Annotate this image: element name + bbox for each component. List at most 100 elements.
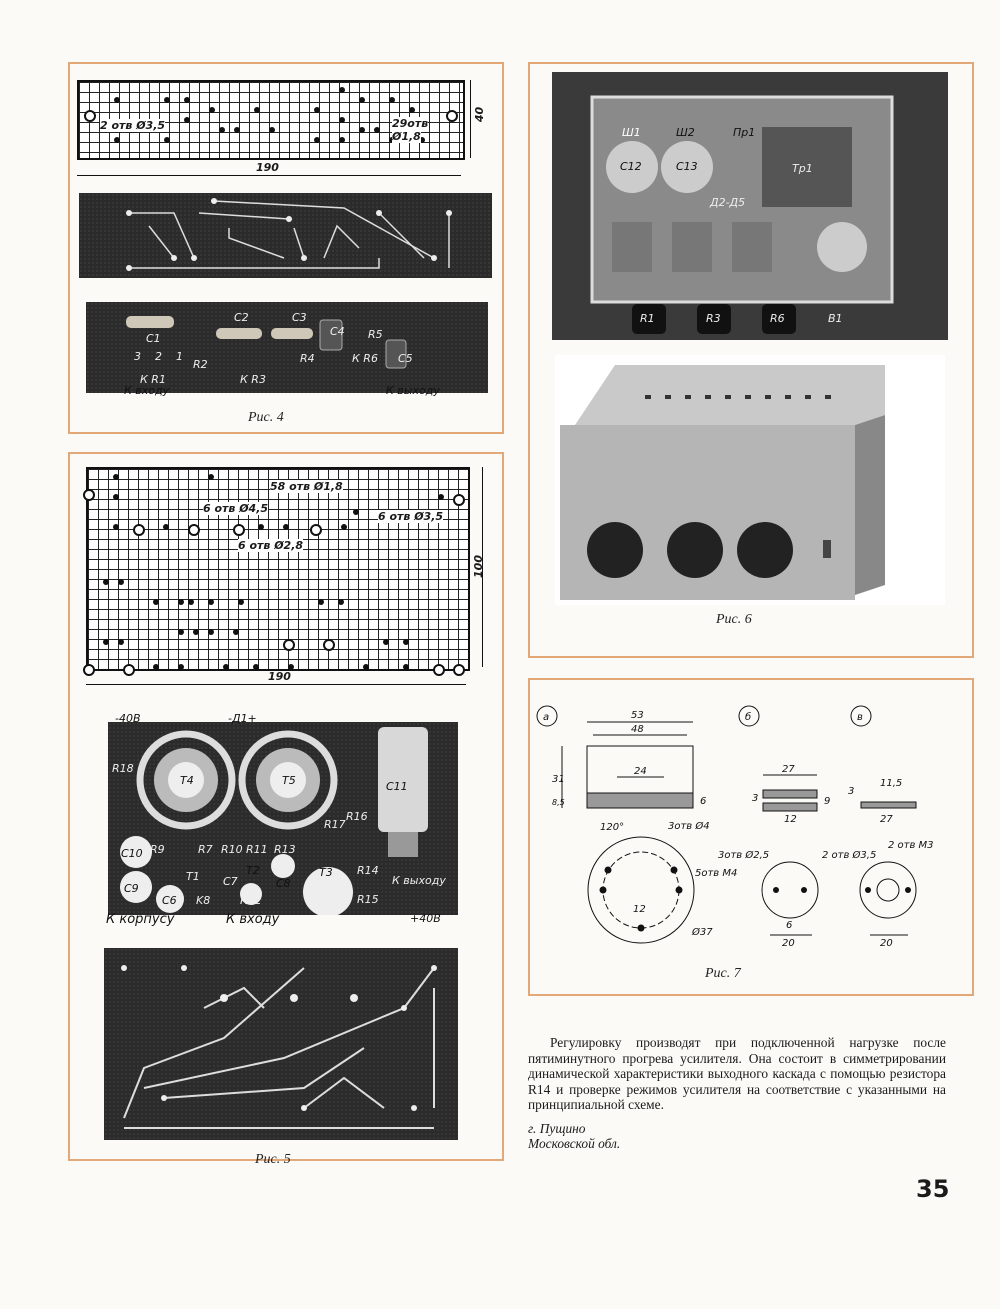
fig4-label-r5: R5: [368, 328, 383, 341]
fig5-label-c8: C8: [276, 877, 291, 890]
fig5-holes-a: 58 отв Ø1,8: [270, 480, 343, 493]
drill-hole-mark: [389, 97, 395, 103]
fig6-caption: Рис. 6: [716, 612, 752, 627]
fig7-a-d37: Ø37: [691, 926, 713, 938]
fig7-v-holes: 2 отв М3: [888, 840, 934, 851]
page-number: 35: [916, 1175, 950, 1203]
fig7-b-holes1: 3отв Ø2,5: [718, 849, 769, 861]
fig6-frame: [528, 62, 974, 658]
drill-hole-mark: [314, 137, 320, 143]
drill-hole-mark: [314, 107, 320, 113]
article-text: Регулировку производят при подключенной …: [528, 1035, 946, 1152]
drill-hole-mark: [341, 524, 347, 530]
drill-hole-mark: [403, 664, 409, 670]
drill-hole-mark: [208, 629, 214, 635]
fig6-enclosure-photo: [555, 355, 945, 605]
fig7-b-d12: 12: [784, 814, 797, 825]
author-region: Московской обл.: [528, 1136, 621, 1151]
drill-hole-mark: [323, 639, 335, 651]
fig4-label-r2: R2: [193, 358, 208, 371]
fig5-holes-c: 6 отв Ø2,8: [238, 539, 304, 552]
fig5-caption: Рис. 5: [255, 1152, 291, 1167]
fig4-frame: [68, 62, 504, 434]
fig5-label-c11: C11: [386, 780, 408, 793]
fig7-caption: Рис. 7: [705, 966, 741, 981]
fig5-width-dim-line: [86, 684, 466, 685]
fig4-pin-2: 2: [155, 350, 162, 363]
fig5-label-r12: R12: [240, 894, 262, 907]
fig5-label-t1: T1: [186, 870, 200, 883]
fig4-pin-3: 3: [134, 350, 141, 363]
drill-hole-mark: [118, 639, 124, 645]
fig6-label-pr1: Пр1: [733, 126, 756, 139]
pcb-traces-icon: [121, 965, 437, 1129]
fig4-holes-right-2: Ø1,8: [392, 130, 421, 143]
drill-hole-mark: [219, 127, 225, 133]
fig4-caption: Рис. 4: [248, 410, 284, 425]
drill-hole-mark: [118, 579, 124, 585]
drill-hole-mark: [164, 137, 170, 143]
fig7-b-d27: 27: [782, 764, 795, 775]
fig4-label-c3: C3: [292, 311, 307, 324]
fig4-drilling-drawing: [77, 80, 465, 160]
fig4-width-dim-line: [77, 175, 461, 176]
drill-hole-mark: [338, 599, 344, 605]
drill-hole-mark: [339, 87, 345, 93]
fig4-label-k-vyhodu: К выходу: [386, 384, 440, 397]
fig7-a-d53: 53: [631, 710, 644, 721]
drill-hole-mark: [184, 117, 190, 123]
drill-hole-mark: [283, 639, 295, 651]
drill-hole-mark: [446, 110, 458, 122]
drill-hole-mark: [163, 524, 169, 530]
fig7-v-d3: 3: [848, 786, 854, 797]
fig6-label-sh2: Ш2: [676, 126, 695, 139]
drill-hole-mark: [310, 524, 322, 536]
drill-hole-mark: [339, 117, 345, 123]
drill-hole-mark: [409, 107, 415, 113]
article-paragraph: Регулировку производят при подключенной …: [528, 1035, 946, 1112]
drill-hole-mark: [403, 639, 409, 645]
drill-hole-mark: [178, 599, 184, 605]
fig4-pin-1: 1: [176, 350, 183, 363]
fig6-label-r3: R3: [706, 312, 721, 325]
drill-hole-mark: [153, 664, 159, 670]
fig5-assembled-board-photo: [108, 722, 458, 917]
drill-hole-mark: [113, 524, 119, 530]
drill-hole-mark: [133, 524, 145, 536]
fig7-b-holes2: 2 отв Ø3,5: [822, 849, 876, 861]
fig4-width-dim: 190: [256, 161, 279, 174]
fig7-b-d3: 3: [752, 793, 758, 804]
fig4-pcb-traces-photo: [79, 193, 492, 278]
fig5-label-t4: T4: [180, 774, 194, 787]
fig5-label-r7: R7: [198, 843, 213, 856]
drill-hole-mark: [253, 664, 259, 670]
fig5-label-r14: R14: [357, 864, 379, 877]
fig7-v-d20: 20: [880, 938, 893, 949]
fig4-label-c1: C1: [146, 332, 161, 345]
fig6-label-c13: C13: [676, 160, 698, 173]
drill-hole-mark: [269, 127, 275, 133]
fig5-label-r18: R18: [112, 762, 134, 775]
fig7-b-tag: б: [745, 711, 751, 723]
drill-hole-mark: [113, 474, 119, 480]
fig5-label-c6: C6: [162, 894, 177, 907]
fig5-label-c7: C7: [223, 875, 238, 888]
fig6-label-tr1: Тр1: [792, 162, 813, 175]
fig7-drawing: а 53 48 31 8,5 24 6 120° 3отв Ø4 5отв М4…: [536, 705, 934, 949]
drill-hole-mark: [209, 107, 215, 113]
fig5-holes-b: 6 отв Ø4,5: [203, 502, 269, 515]
fig7-a-d85: 8,5: [552, 798, 565, 807]
fig4-holes-right-1: 29отв: [392, 117, 429, 130]
fig5-label-c9: C9: [124, 882, 139, 895]
fig5-label-k8: K8: [196, 894, 211, 907]
drill-hole-mark: [453, 494, 465, 506]
drill-hole-mark: [433, 664, 445, 676]
fig4-label-c2: C2: [234, 311, 249, 324]
fig6-label-sh1: Ш1: [622, 126, 641, 139]
fig4-pcb-components-photo: [86, 302, 488, 393]
drill-hole-mark: [84, 110, 96, 122]
fig7-v-tag: в: [857, 712, 863, 723]
drill-hole-mark: [234, 127, 240, 133]
fig7-a-holes2: 5отв М4: [695, 868, 737, 879]
drill-hole-mark: [283, 524, 289, 530]
